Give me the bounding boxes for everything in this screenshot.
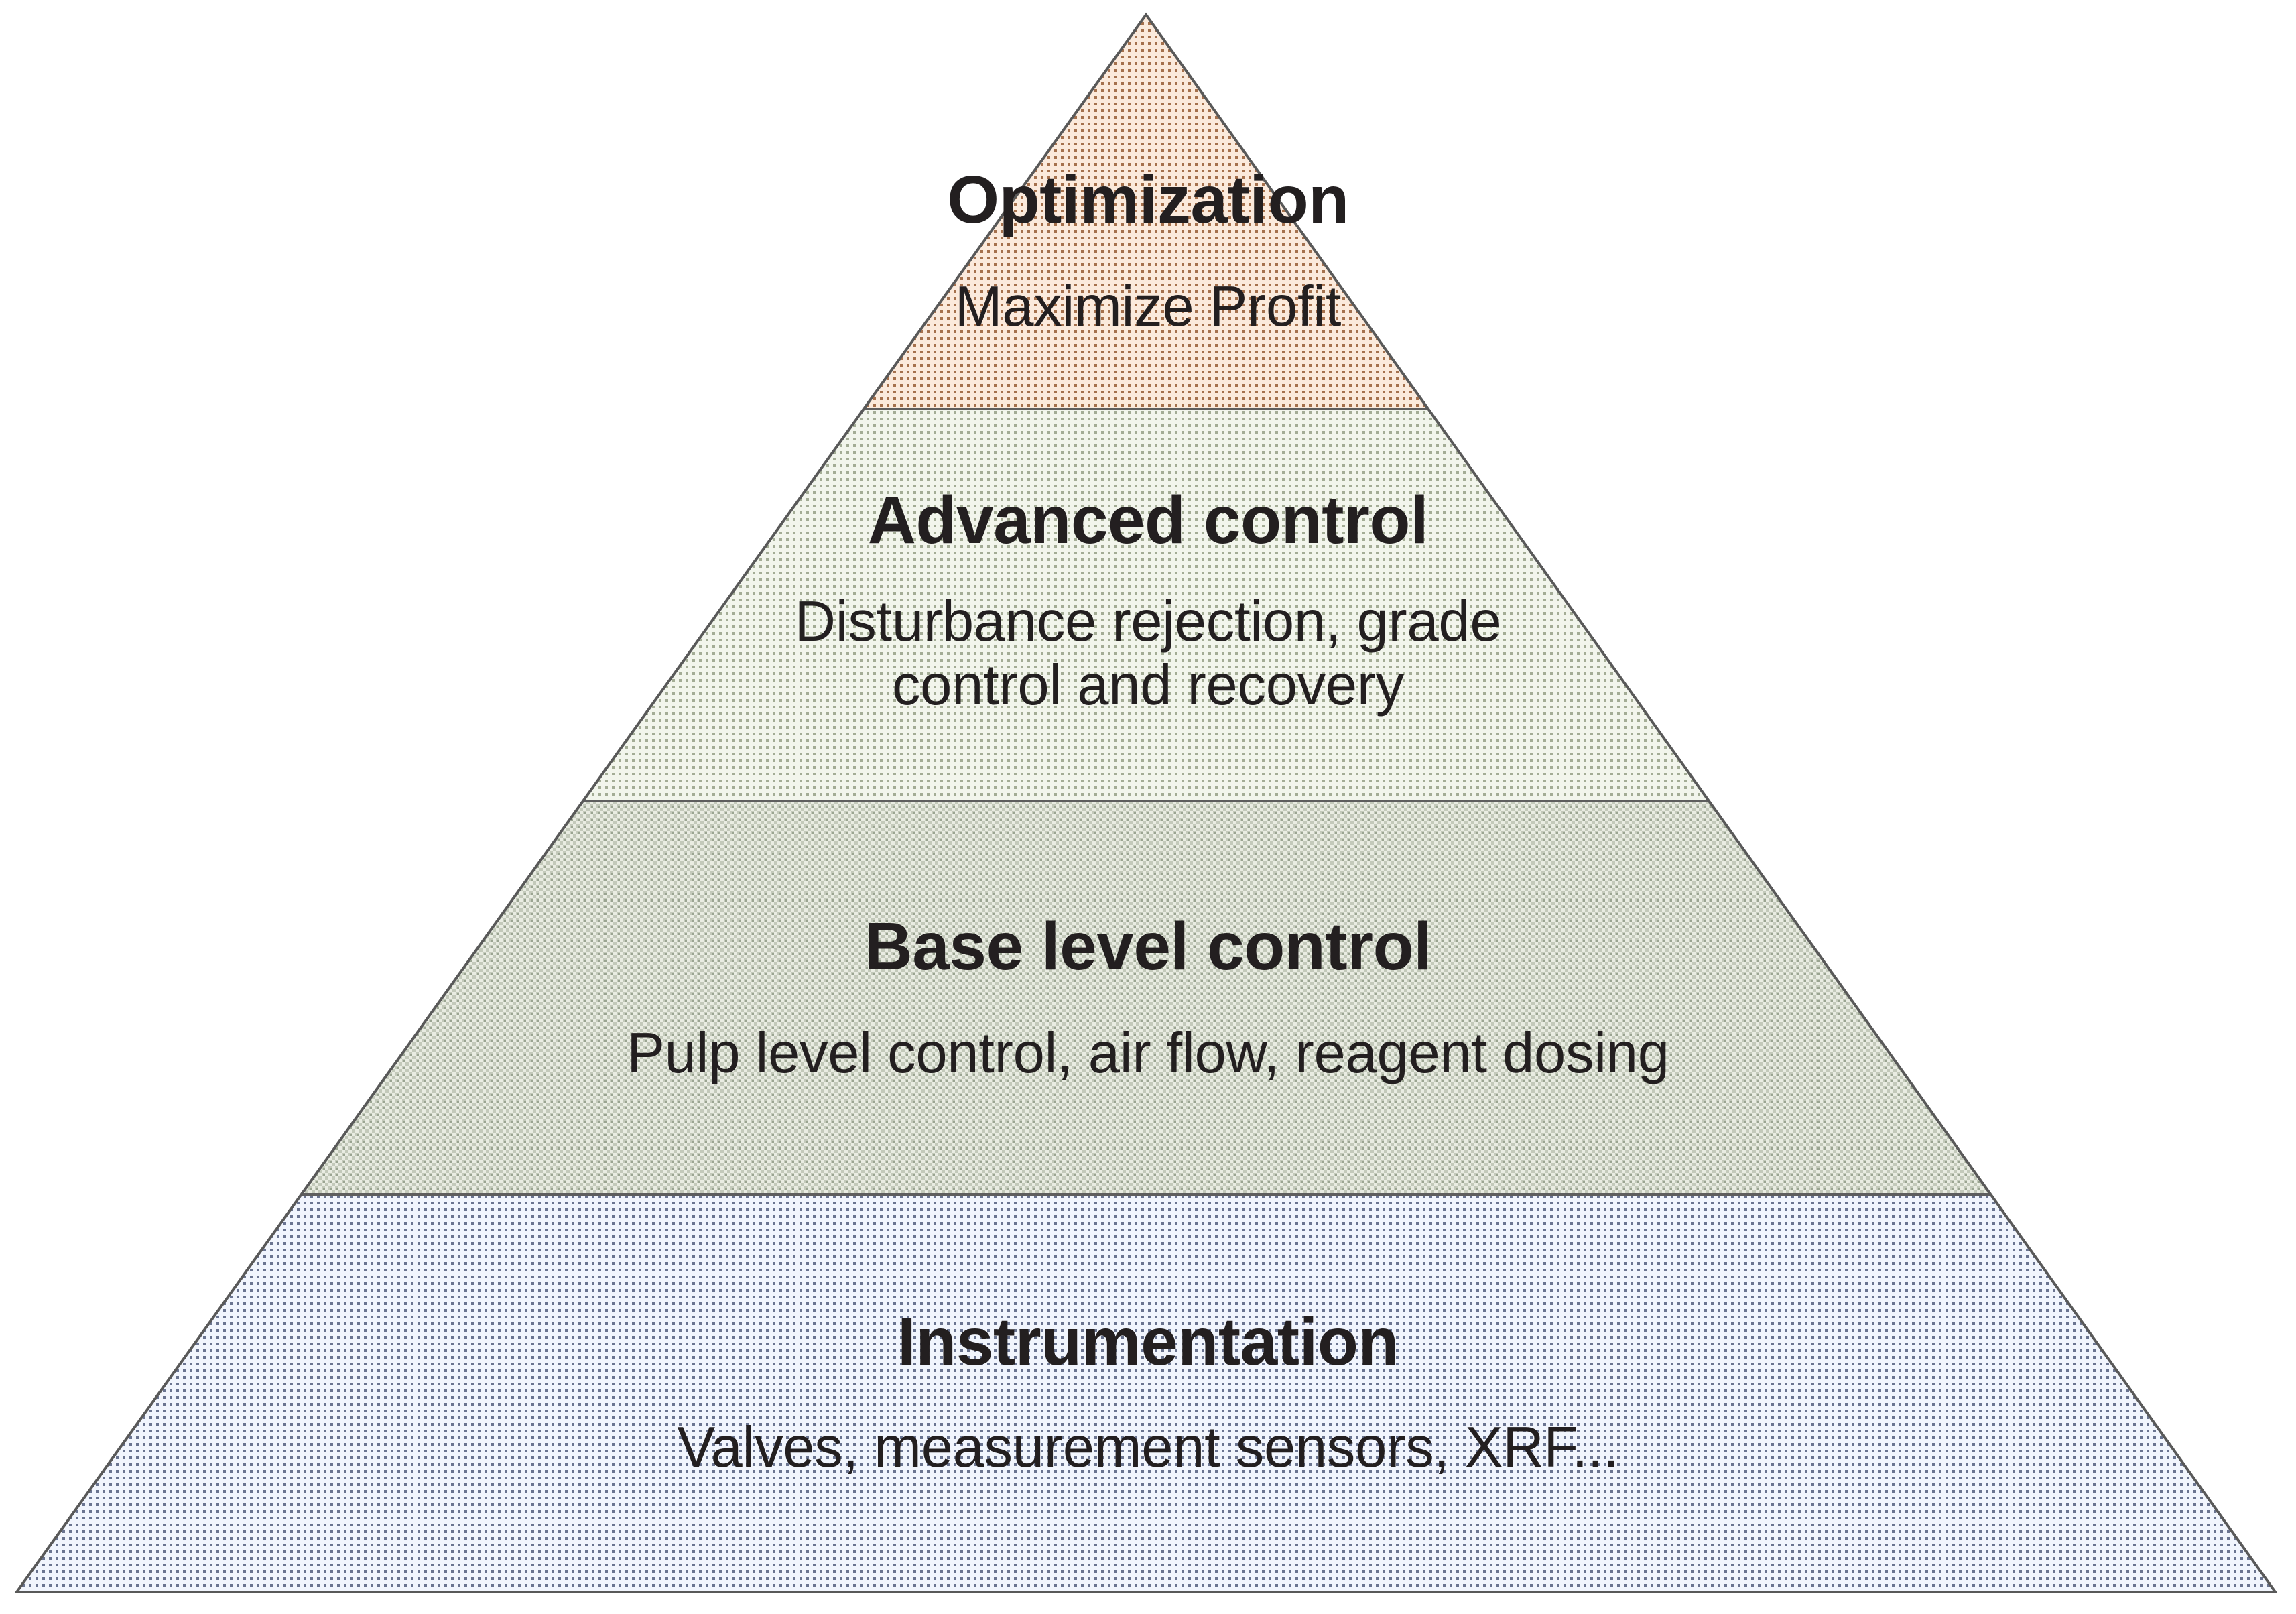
tier-band-advanced-control [17,409,2275,801]
tier-band-instrumentation [17,1194,2275,1592]
tier-band-optimization [17,15,2275,409]
pyramid-outline [14,12,2278,1593]
